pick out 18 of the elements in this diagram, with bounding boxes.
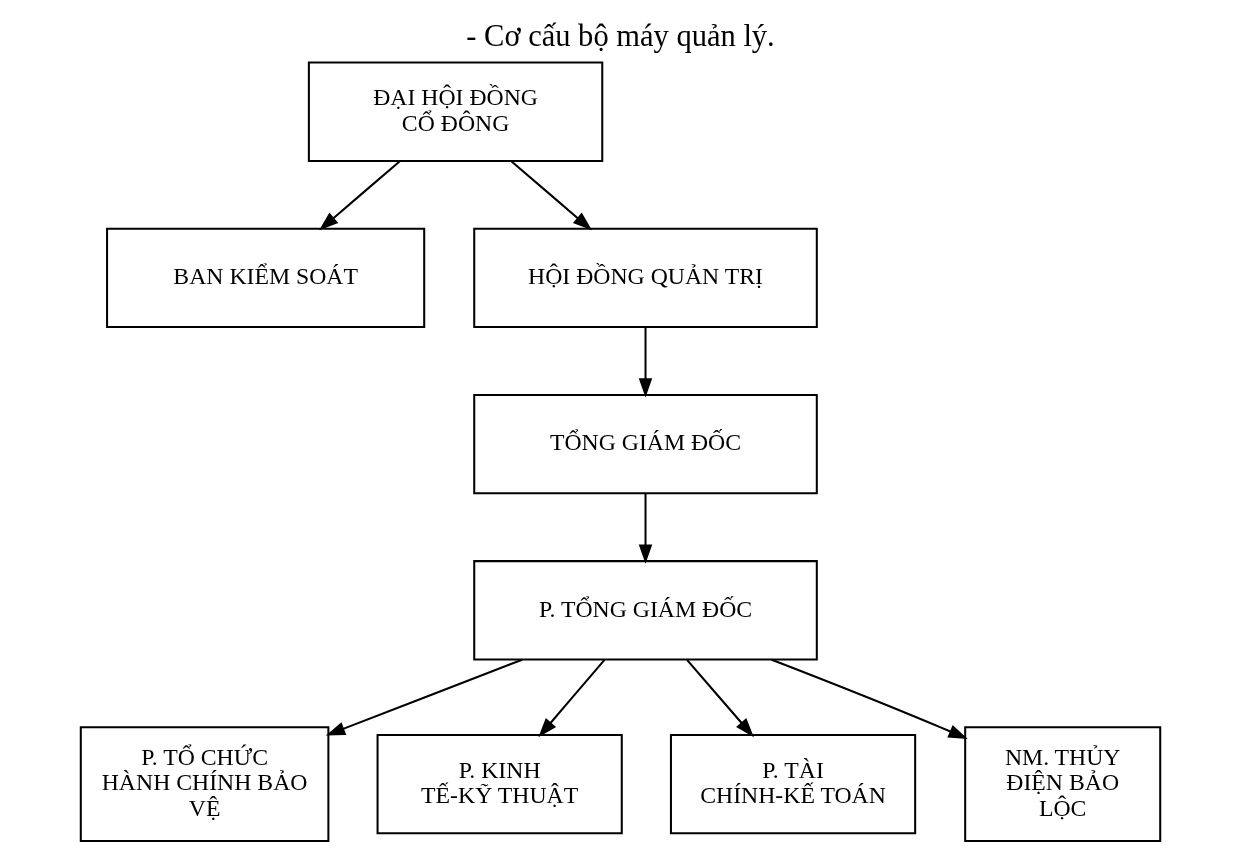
node-box: P. KINH TẾ-KỸ THUẬT: [376, 733, 623, 835]
arrow: [325, 658, 522, 736]
node-box: BAN KIỂM SOÁT: [105, 227, 425, 329]
node-box: P. TỔNG GIÁM ĐỐC: [472, 560, 818, 661]
arrow: [537, 659, 605, 738]
arrow: [770, 658, 968, 739]
diagram-title: - Cơ cấu bộ máy quản lý.: [465, 19, 775, 54]
node-box: P. TÀI CHÍNH-KẾ TOÁN: [669, 733, 916, 835]
arrow: [638, 493, 652, 564]
node-box: P. TỔ CHỨC HÀNH CHÍNH BẢO VỆ: [79, 726, 329, 842]
arrow: [509, 160, 592, 231]
node-box: TỔNG GIÁM ĐỐC: [472, 393, 818, 495]
node-box: HỘI ĐỒNG QUẢN TRỊ: [472, 227, 818, 329]
arrow: [638, 327, 652, 398]
arrow: [685, 659, 754, 738]
node-box: NM. THỦY ĐIỆN BẢO LỘC: [963, 726, 1161, 842]
arrow: [318, 160, 401, 231]
node-box: ĐẠI HỘI ĐỒNG CỔ ĐÔNG: [307, 61, 603, 162]
